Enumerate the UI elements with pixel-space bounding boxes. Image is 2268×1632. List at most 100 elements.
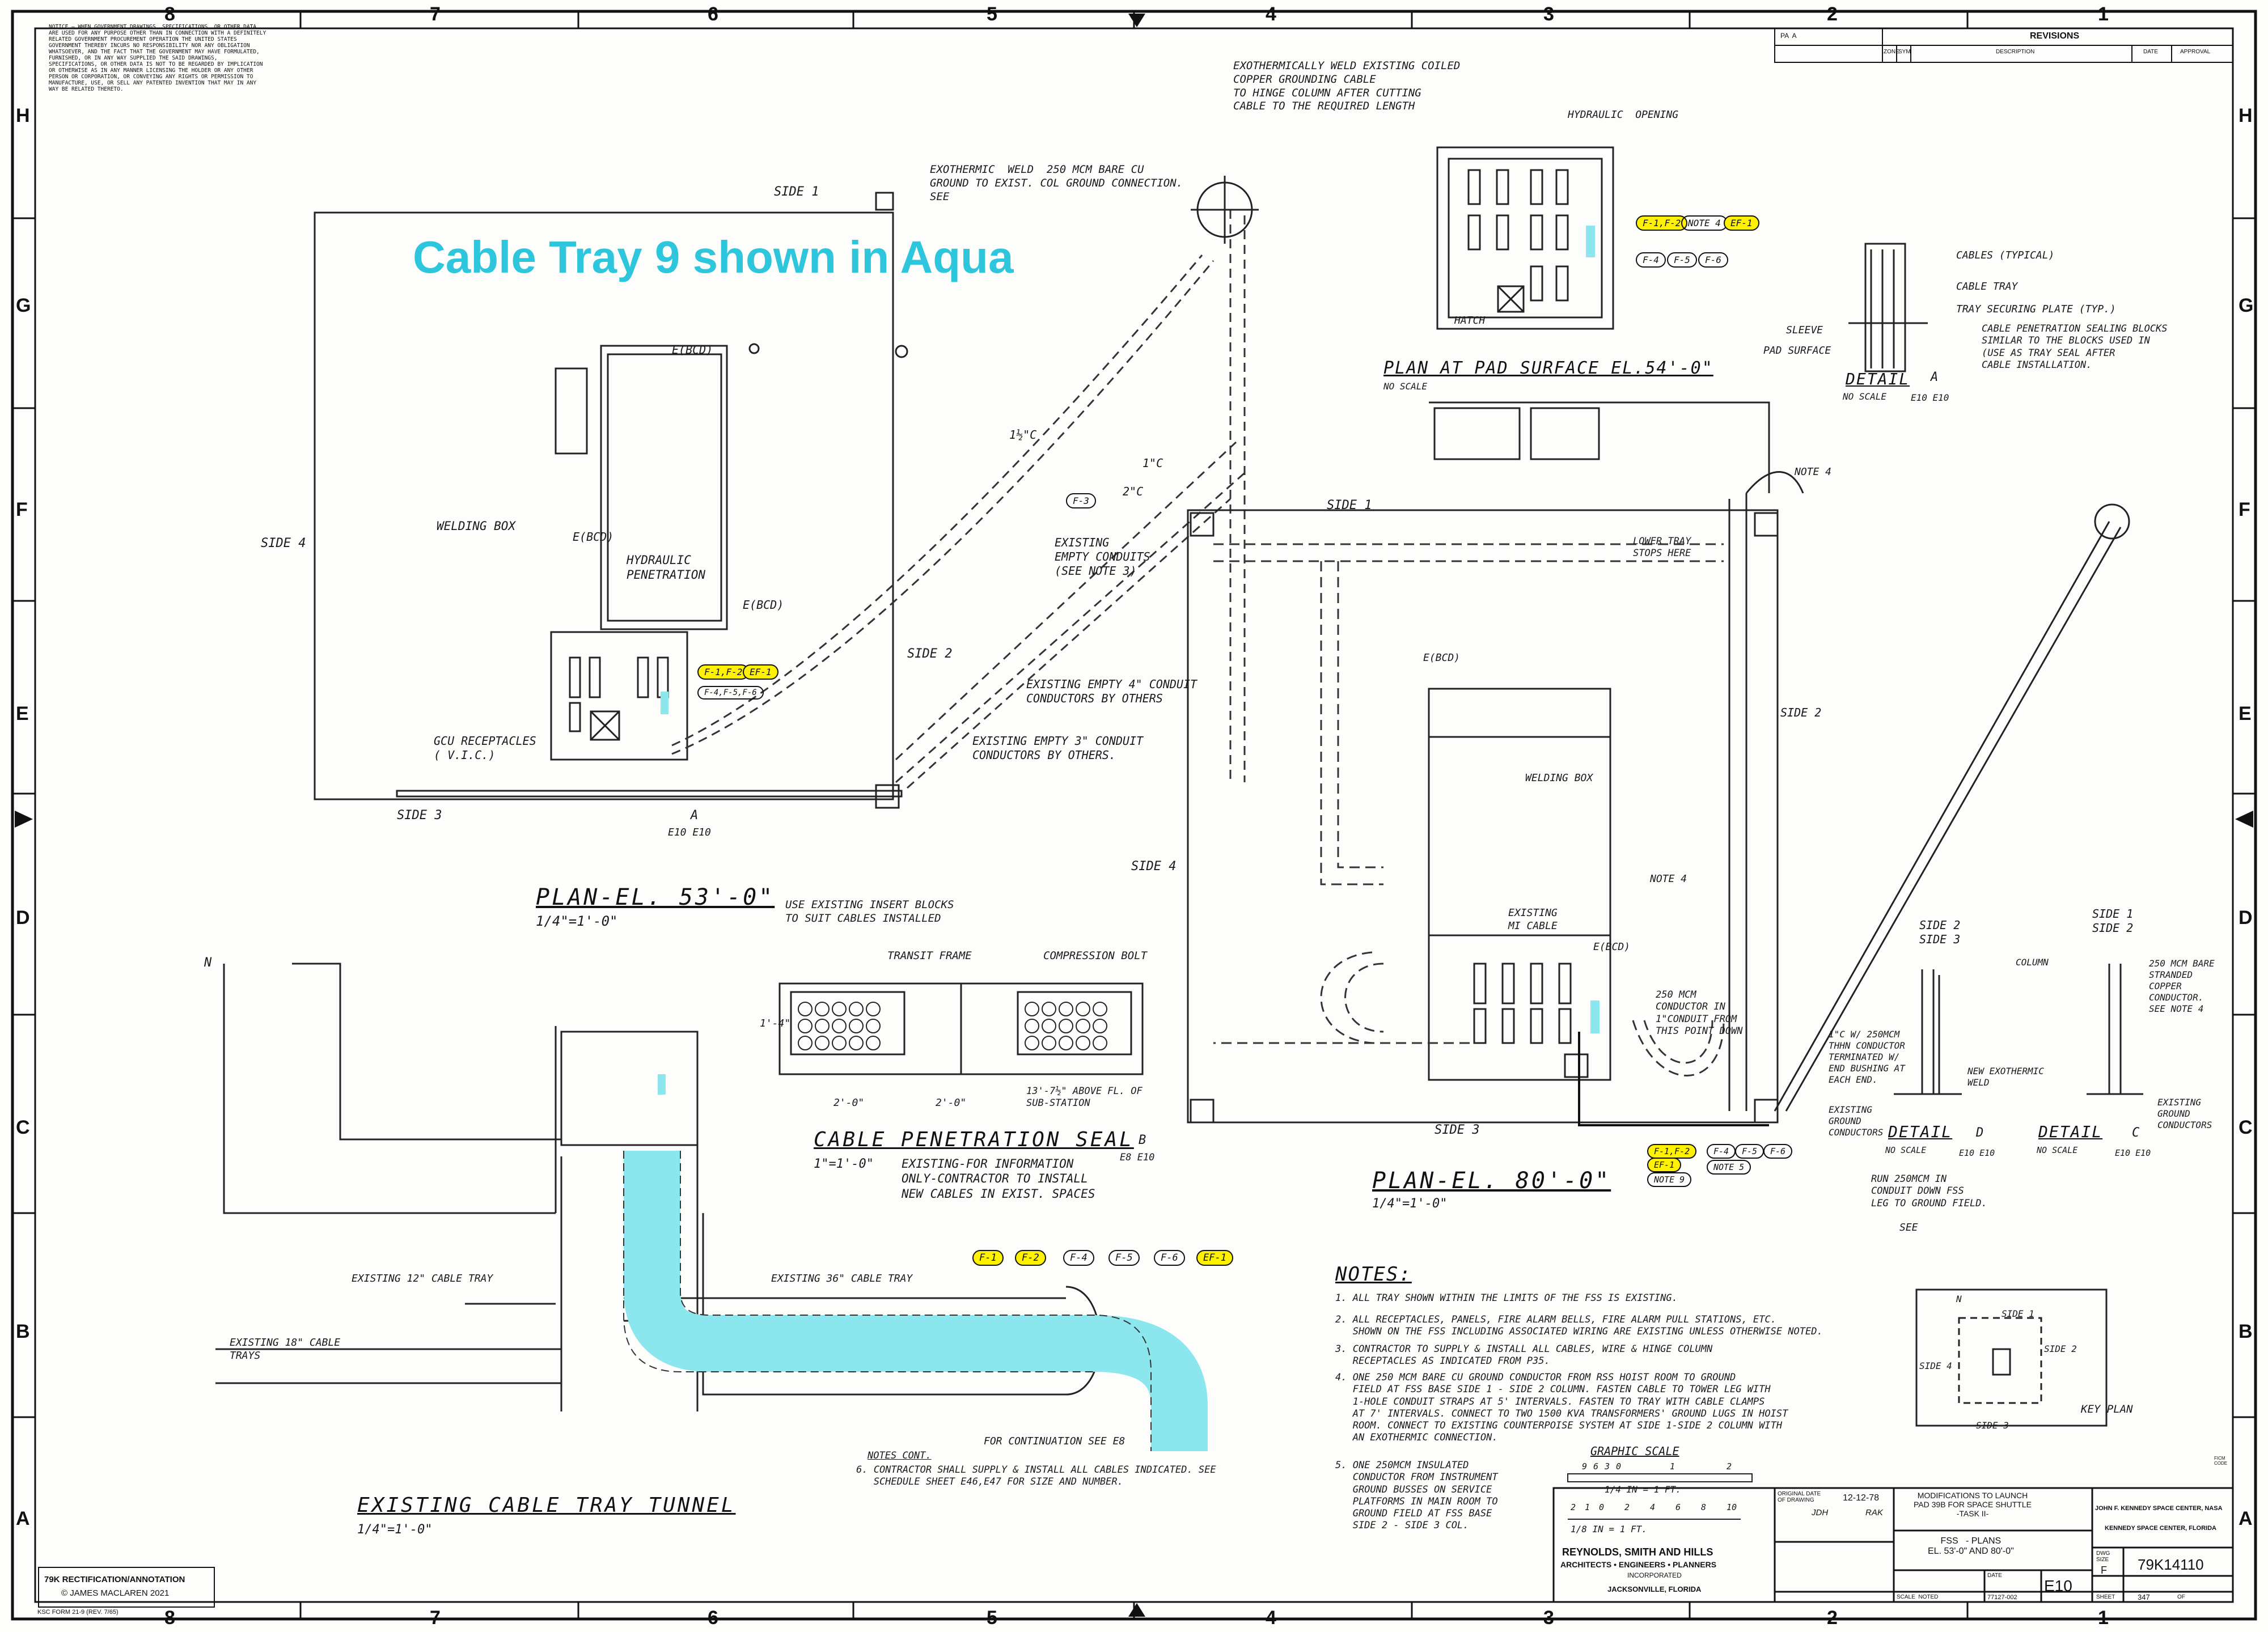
firm-sub: ARCHITECTS • ENGINEERS • PLANNERS [1560, 1560, 1717, 1569]
tray12-label: EXISTING 12" CABLE TRAY [352, 1273, 493, 1285]
dwg-size: F [2101, 1565, 2107, 1576]
sheet-of: OF [2177, 1594, 2185, 1600]
scale-tick: 2 [1571, 1502, 1576, 1512]
tag-ef1: EF-1 [743, 664, 778, 680]
detail-c-scale: NO SCALE [2037, 1145, 2078, 1155]
row-label: C [16, 1117, 30, 1138]
ebcd-label: E(BCD) [1423, 652, 1461, 664]
row-label: B [2239, 1321, 2253, 1342]
sheet-number: 347 [2138, 1593, 2150, 1601]
existing-mi-label: EXISTING MI CABLE [1508, 907, 1558, 932]
tag-f1f2: F-1,F-2 [697, 664, 750, 680]
plan54-scale: NO SCALE [1383, 381, 1428, 392]
ficm-code: FICM CODE [2214, 1456, 2228, 1466]
scale-bottom-label: 1/8 IN = 1 FT. [1571, 1524, 1647, 1534]
col-label: 7 [430, 1607, 441, 1629]
empty4-label: EXISTING EMPTY 4" CONDUIT CONDUCTORS BY … [1026, 677, 1198, 705]
key-side3: SIDE 3 [1976, 1420, 2009, 1431]
tag-f456: F-4,F-5,F-6 [697, 686, 764, 700]
tag-note4: NOTE 4 [1681, 215, 1728, 231]
key-plan-title: KEY PLAN [2081, 1403, 2133, 1415]
revisions-corner: PA A [1780, 32, 1797, 40]
row-label: A [16, 1508, 30, 1529]
detailA-letter: A [1931, 370, 1939, 384]
detail-d-sides: SIDE 2 SIDE 3 [1919, 918, 1961, 946]
col-label: 2 [1827, 3, 1838, 25]
banner-title: Cable Tray 9 shown in Aqua [413, 232, 1014, 282]
north-arrow: N [204, 956, 212, 970]
tag-f1f2: F-1,F-2 [1636, 215, 1688, 231]
rectification-line1: 79K RECTIFICATION/ANNOTATION [44, 1575, 185, 1584]
detail-d-letter: D [1976, 1126, 1984, 1140]
checked-by: RAK [1865, 1508, 1883, 1517]
detailA-sheets: E10 E10 [1911, 392, 1949, 403]
ebcd-label: E(BCD) [1593, 941, 1631, 953]
sealing-label: CABLE PENETRATION SEALING BLOCKS SIMILAR… [1982, 323, 2168, 371]
scale-tick: 8 [1701, 1502, 1707, 1512]
col-label: 5 [987, 1607, 997, 1629]
plan80-side4: SIDE 4 [1131, 859, 1177, 874]
transit-label: TRANSIT FRAME [887, 949, 972, 962]
rev-col-zone: ZONE [1884, 49, 1899, 55]
revisions-title: REVISIONS [2030, 31, 2080, 41]
col-label: 7 [430, 3, 441, 25]
key-side1: SIDE 1 [2002, 1308, 2034, 1319]
exo-weld-label: EXOTHERMIC WELD 250 MCM BARE CU GROUND T… [930, 163, 1183, 203]
rev-col-date: DATE [2143, 49, 2158, 55]
row-label: H [2239, 105, 2253, 126]
date-label: DATE [1987, 1572, 2002, 1579]
seal-dim2: 2'-0" [936, 1097, 967, 1109]
detail-c-title: DETAIL [2038, 1122, 2103, 1141]
tag-note5: NOTE 5 [1707, 1160, 1751, 1175]
row-label: A [2239, 1508, 2253, 1529]
scale-tick: 1 [1670, 1461, 1675, 1472]
plan80-side2: SIDE 2 [1780, 706, 1822, 719]
key-north: N [1956, 1294, 1962, 1304]
tray36-label: EXISTING 36" CABLE TRAY [771, 1273, 913, 1285]
col-label: 6 [708, 3, 718, 25]
firm-inc: INCORPORATED [1627, 1571, 1682, 1579]
tag-f1: F-1 [972, 1250, 1004, 1266]
bare250-label: 250 MCM BARE STRANDED COPPER CONDUCTOR. … [2149, 958, 2215, 1014]
tag-f4: F-4 [1707, 1144, 1736, 1159]
ebcd-label: E(BCD) [743, 598, 784, 612]
ebcd-label: E(BCD) [573, 530, 614, 544]
sleeve-label: SLEEVE [1786, 324, 1823, 336]
notice-text: NOTICE — WHEN GOVERNMENT DRAWINGS, SPECI… [49, 24, 266, 92]
plan54-title: PLAN AT PAD SURFACE EL.54'-0" [1383, 358, 1713, 378]
substation-label: 13'-7½" ABOVE FL. OF SUB-STATION [1026, 1086, 1143, 1109]
exo-coil-label: EXOTHERMICALLY WELD EXISTING COILED COPP… [1233, 60, 1461, 113]
continuation-label: FOR CONTINUATION SEE E8 [984, 1435, 1125, 1447]
key-side4: SIDE 4 [1919, 1360, 1952, 1371]
detail-c-letter: C [2132, 1126, 2140, 1140]
tag-f1f2: F-1,F-2 [1647, 1144, 1697, 1159]
tag-f3: F-3 [1066, 493, 1096, 508]
col-label: 1 [2098, 3, 2109, 25]
seal-ref: B [1139, 1133, 1146, 1147]
conduit-15-label: 1½"C [1009, 428, 1037, 442]
plan80-title: PLAN-EL. 80'-0" [1372, 1168, 1611, 1194]
tag-note9: NOTE 9 [1647, 1172, 1692, 1187]
row-label: D [16, 907, 30, 929]
row-label: D [2239, 907, 2253, 929]
detail-d-sheets: E10 E10 [1959, 1148, 1995, 1158]
row-label: F [2239, 499, 2250, 520]
plan53-side2: SIDE 2 [907, 647, 953, 661]
note-2: 2. ALL RECEPTACLES, PANELS, FIRE ALARM B… [1335, 1314, 1823, 1338]
agency: JOHN F. KENNEDY SPACE CENTER, NASA [2095, 1505, 2223, 1512]
hydraulic-label: HYDRAULIC PENETRATION [627, 553, 706, 582]
detail-c-sheets: E10 E10 [2115, 1148, 2151, 1158]
scale-tick: 10 [1727, 1502, 1737, 1512]
orig-date: 12-12-78 [1843, 1493, 1880, 1503]
seal-dim1: 2'-0" [833, 1097, 865, 1109]
aqua-cable-tray-9 [624, 1151, 1208, 1451]
row-label: B [16, 1321, 30, 1342]
firm-city: JACKSONVILLE, FLORIDA [1607, 1585, 1702, 1593]
tag-f6: F-6 [1763, 1144, 1793, 1159]
agency2: KENNEDY SPACE CENTER, FLORIDA [2105, 1525, 2217, 1532]
existing-info-label: EXISTING-FOR INFORMATION ONLY-CONTRACTOR… [902, 1157, 1095, 1201]
plan53-side3: SIDE 3 [397, 808, 442, 823]
conduit-2-label: 2"C [1123, 485, 1144, 498]
tag-ef1: EF-1 [1647, 1158, 1682, 1172]
